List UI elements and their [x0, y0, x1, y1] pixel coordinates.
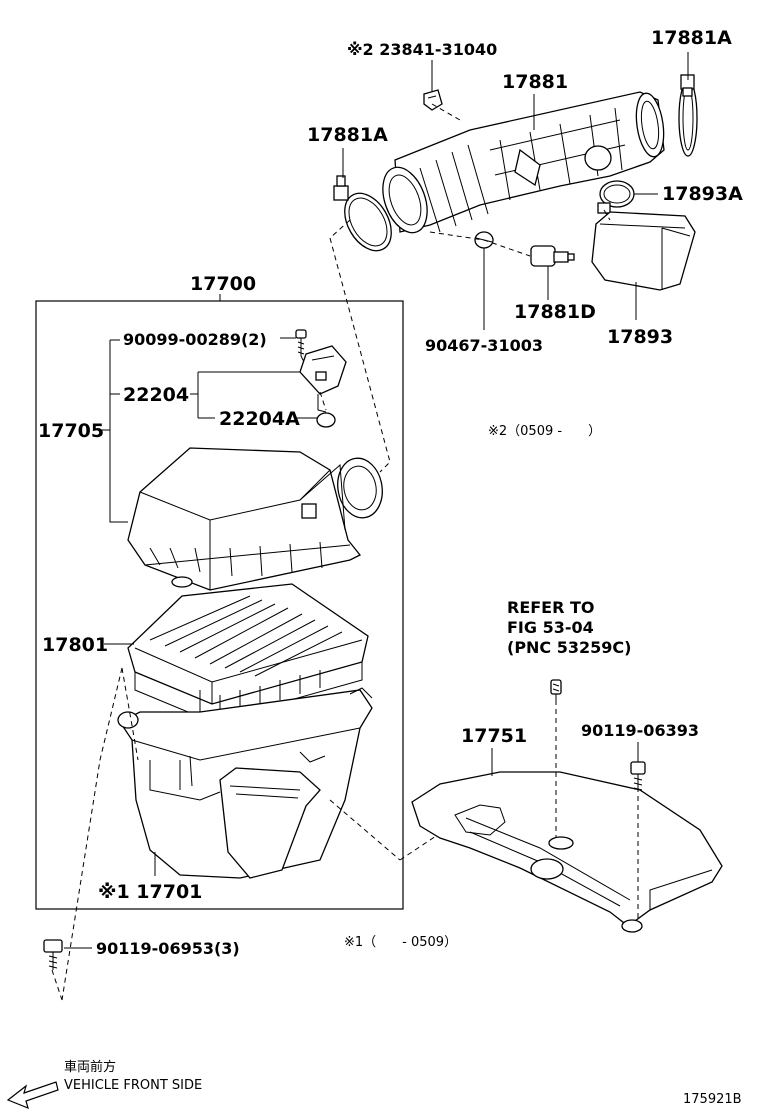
- direction-en: VEHICLE FRONT SIDE: [64, 1078, 202, 1093]
- o-ring-22204A: [316, 412, 336, 428]
- label-23841-31040: ※2 23841-31040: [347, 40, 497, 59]
- screw-90099-00289: [295, 329, 307, 356]
- note-1: ※1（ - 0509）: [344, 935, 457, 950]
- label-90119-06393: 90119-06393: [581, 721, 699, 740]
- label-17881A-top: 17881A: [651, 27, 732, 49]
- label-17881: 17881: [502, 71, 568, 93]
- label-17705: 17705: [38, 420, 104, 442]
- clamp-17893A: [597, 180, 635, 214]
- cleaner-cap-17705: [127, 447, 383, 591]
- label-17881A-left: 17881A: [307, 124, 388, 146]
- label-17893A: 17893A: [662, 183, 743, 205]
- label-17881D: 17881D: [514, 301, 596, 323]
- label-22204A: 22204A: [219, 408, 300, 430]
- clip-53259C: [550, 679, 562, 700]
- label-17700: 17700: [190, 273, 256, 295]
- label-22204: 22204: [123, 384, 189, 406]
- direction-jp: 車両前方: [64, 1059, 116, 1075]
- note-2: ※2（0509 - ）: [488, 424, 601, 439]
- arrow-left-icon: [6, 1081, 59, 1110]
- label-90119-06953: 90119-06953(3): [96, 939, 240, 958]
- clamp-17881A-right: [678, 74, 698, 157]
- refer-line-1: REFER TO: [507, 598, 595, 617]
- refer-line-2: FIG 53-04: [507, 618, 594, 637]
- bolt-90119-06953: [43, 939, 63, 970]
- clip-23841-31040: [423, 89, 443, 111]
- label-17751: 17751: [461, 725, 527, 747]
- resonator-17893: [591, 211, 696, 291]
- sensor-17881D: [530, 245, 575, 267]
- label-17701: ※1 17701: [98, 881, 202, 903]
- connection-dashes: [51, 103, 639, 1001]
- label-90467-31003: 90467-31003: [425, 336, 543, 355]
- clamp-17881A-left: [333, 175, 392, 252]
- air-duct-17751: [411, 771, 723, 933]
- filter-element-17801: [127, 583, 369, 723]
- intake-hose-17881: [382, 91, 665, 234]
- label-90099-00289: 90099-00289(2): [123, 330, 267, 349]
- label-17801: 17801: [42, 634, 108, 656]
- cleaner-case-17701: [117, 687, 373, 879]
- bolt-90119-06393: [630, 761, 646, 792]
- figure-id: 175921B: [683, 1092, 742, 1107]
- leader-lines: [64, 52, 689, 949]
- refer-line-3: (PNC 53259C): [507, 638, 631, 657]
- label-17893: 17893: [607, 326, 673, 348]
